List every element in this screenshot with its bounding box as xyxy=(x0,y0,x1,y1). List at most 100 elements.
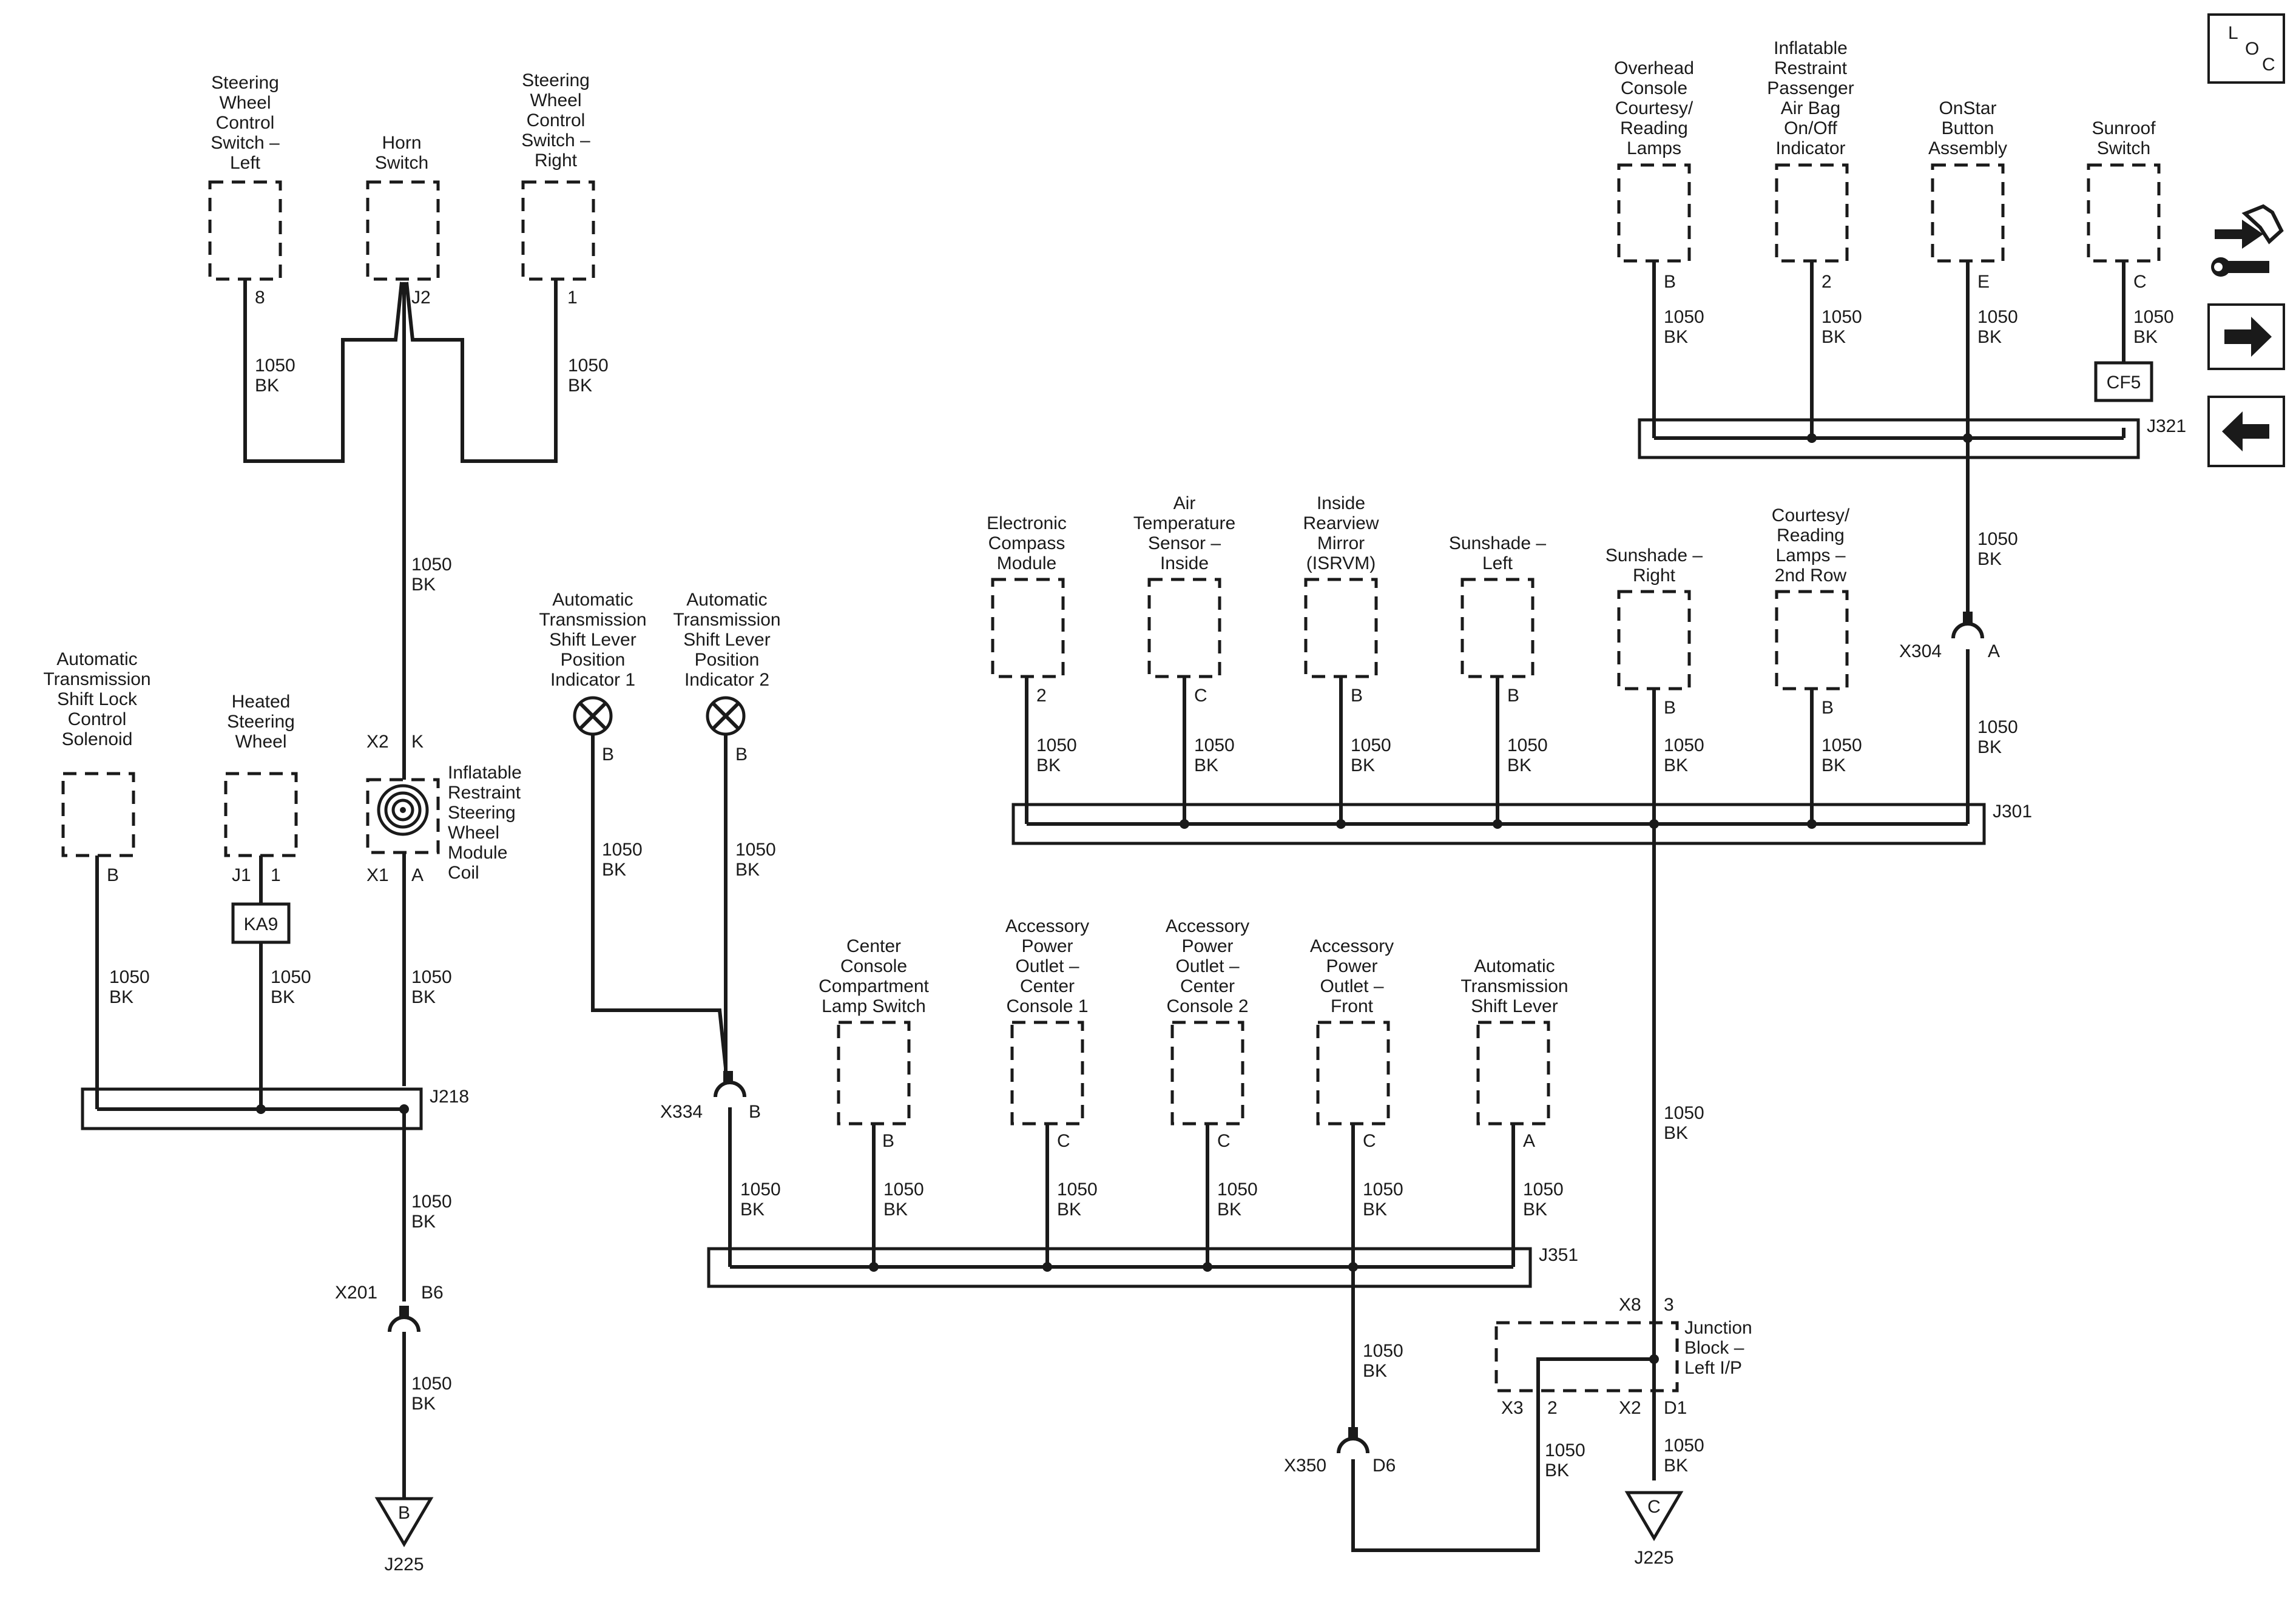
connector-x304-label: X304 xyxy=(1899,641,1942,661)
pin-center-console: B xyxy=(882,1131,894,1151)
pin-jb-3: 3 xyxy=(1664,1295,1674,1315)
shift-lock-box xyxy=(61,772,135,857)
apo-front-box xyxy=(1316,1021,1390,1126)
ground-c-letter: C xyxy=(1647,1497,1661,1517)
loc-icon[interactable]: L O C xyxy=(2207,13,2285,84)
pin-coil-x1: X1 xyxy=(366,865,389,885)
connector-x201-pin: B6 xyxy=(421,1283,444,1303)
pin-jb-x8: X8 xyxy=(1619,1295,1641,1315)
pin-compass: 2 xyxy=(1036,686,1047,706)
coil-box xyxy=(366,778,440,854)
cf5-box xyxy=(2094,361,2153,402)
pin-jb-x3: X3 xyxy=(1501,1398,1524,1418)
pin-shift-lever: A xyxy=(1523,1131,1535,1151)
coil-spiral-icon xyxy=(377,784,429,836)
j351-box xyxy=(707,1247,1532,1288)
connector-x334-icon xyxy=(714,1071,746,1098)
pin-ind1: B xyxy=(602,744,614,765)
air-temp-box xyxy=(1147,578,1221,678)
ground-b-label: J225 xyxy=(384,1555,424,1575)
ka9-box xyxy=(231,902,291,944)
lamp-icon xyxy=(573,696,613,736)
pin-onstar: E xyxy=(1977,272,1990,292)
connector-x201-label: X201 xyxy=(335,1283,377,1303)
pin-coil-a: A xyxy=(411,865,424,885)
connector-x350-pin: D6 xyxy=(1373,1456,1396,1476)
pin-swc-right: 1 xyxy=(567,288,578,308)
pin-coil-x2: X2 xyxy=(366,732,389,752)
ground-c-label: J225 xyxy=(1634,1548,1673,1568)
pin-heated-j1: J1 xyxy=(232,865,251,885)
loc-o: O xyxy=(2245,39,2259,59)
junction-block-box xyxy=(1494,1321,1679,1393)
splice-j351-label: J351 xyxy=(1539,1245,1578,1265)
connector-x334-pin: B xyxy=(749,1102,761,1122)
ground-b-icon xyxy=(374,1497,434,1547)
prev-page-button[interactable] xyxy=(2207,396,2285,467)
compass-box xyxy=(991,578,1065,678)
pin-coil-k: K xyxy=(411,732,424,752)
splice-j301-label: J301 xyxy=(1993,802,2032,822)
onstar-box xyxy=(1931,163,2005,263)
pin-jb-d1: D1 xyxy=(1664,1398,1687,1418)
swc-left-box xyxy=(208,180,282,281)
service-wrench-icon[interactable] xyxy=(2211,204,2284,277)
heated-wheel-box xyxy=(224,772,298,857)
pin-labels: 8 J2 1 B J1 1 X2 K X1 A B B B C C C A 2 … xyxy=(107,272,2186,1476)
pin-apo1: C xyxy=(1057,1131,1070,1151)
pin-courtesy2: B xyxy=(1822,698,1834,718)
ground-c-icon xyxy=(1624,1491,1684,1541)
lamp-icon xyxy=(706,696,746,736)
wire-swc-right xyxy=(405,279,558,463)
pin-ind2: B xyxy=(735,744,748,765)
component-boxes xyxy=(61,163,2161,1393)
arrow-left-icon xyxy=(2222,411,2269,451)
sunroof-box xyxy=(2087,163,2161,263)
j301-box xyxy=(1011,803,1986,845)
connector-x350-label: X350 xyxy=(1284,1456,1326,1476)
sunshade-left-box xyxy=(1460,578,1535,678)
courtesy2-box xyxy=(1775,590,1849,690)
next-page-button[interactable] xyxy=(2207,303,2285,370)
shift-lever-box xyxy=(1476,1021,1550,1126)
pin-horn: J2 xyxy=(411,288,431,308)
apo1-box xyxy=(1010,1021,1084,1126)
loc-l: L xyxy=(2228,23,2238,43)
sunshade-right-box xyxy=(1617,590,1691,690)
